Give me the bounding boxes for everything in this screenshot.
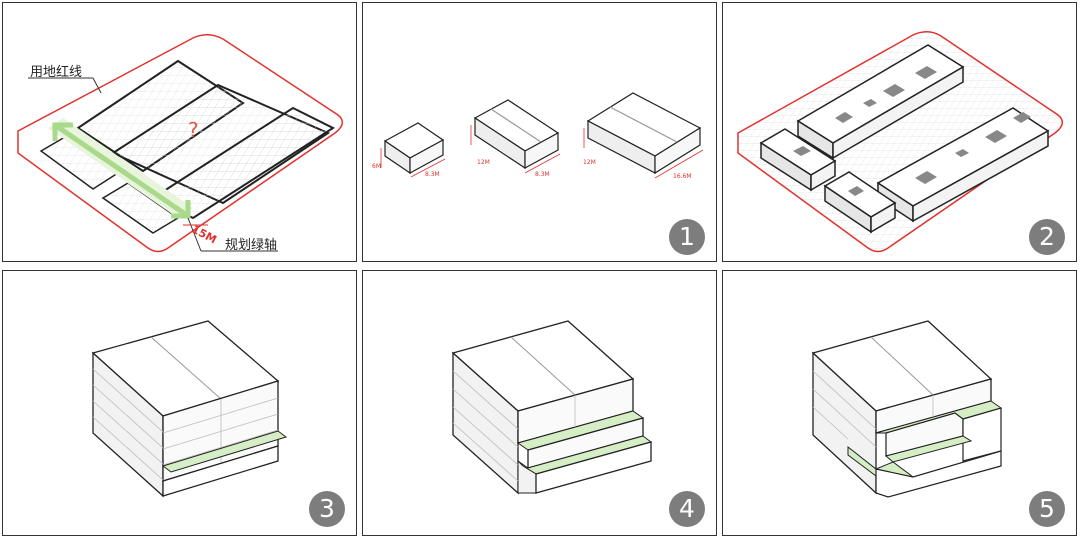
massing-panel: 2 bbox=[722, 2, 1077, 262]
module-small bbox=[383, 122, 445, 175]
building-southwest bbox=[823, 171, 897, 234]
site-plan-drawing bbox=[17, 34, 344, 253]
stacking-panel-3: 3 bbox=[2, 270, 357, 536]
step-badge-5: 5 bbox=[1029, 491, 1065, 527]
site-boundary-line bbox=[737, 31, 1064, 253]
green-terrace-mid bbox=[884, 435, 973, 463]
site-plan-panel: 用地红线 规划绿轴 15M ? bbox=[2, 2, 357, 262]
step-badge-4: 4 bbox=[669, 491, 705, 527]
stacking-panel-5: 5 bbox=[722, 270, 1077, 536]
module-drawing bbox=[380, 92, 704, 179]
block-drawing-4 bbox=[451, 320, 653, 495]
module-large bbox=[586, 92, 702, 175]
question-mark: ? bbox=[188, 118, 199, 142]
green-axis-label: 规划绿轴 bbox=[225, 238, 278, 253]
step-badge-3: 3 bbox=[309, 491, 345, 527]
module-mid bbox=[473, 99, 560, 170]
block-drawing-5 bbox=[811, 320, 1003, 498]
small-depth-label: 6M bbox=[372, 163, 381, 170]
mid-depth-label: 12M bbox=[477, 159, 490, 166]
building-north bbox=[796, 44, 965, 160]
stacking-panel-4: 4 bbox=[362, 270, 717, 536]
site-boundary-label: 用地红线 bbox=[30, 65, 83, 80]
site-boundary-line bbox=[17, 34, 344, 253]
green-terrace bbox=[161, 430, 288, 473]
massing-drawing bbox=[737, 31, 1064, 253]
block-drawing-3 bbox=[91, 320, 288, 498]
mid-width-label: 8.3M bbox=[535, 171, 550, 178]
step-badge-1: 1 bbox=[669, 219, 705, 255]
module-panel: 6M 8.3M 12M 8.3M 12M 16.6M 1 bbox=[362, 2, 717, 262]
step-badge-2: 2 bbox=[1029, 219, 1065, 255]
building-south bbox=[876, 107, 1050, 223]
large-depth-label: 12M bbox=[583, 159, 596, 166]
building-west bbox=[759, 128, 837, 192]
large-width-label: 16.6M bbox=[673, 173, 692, 180]
small-width-label: 8.3M bbox=[425, 171, 440, 178]
